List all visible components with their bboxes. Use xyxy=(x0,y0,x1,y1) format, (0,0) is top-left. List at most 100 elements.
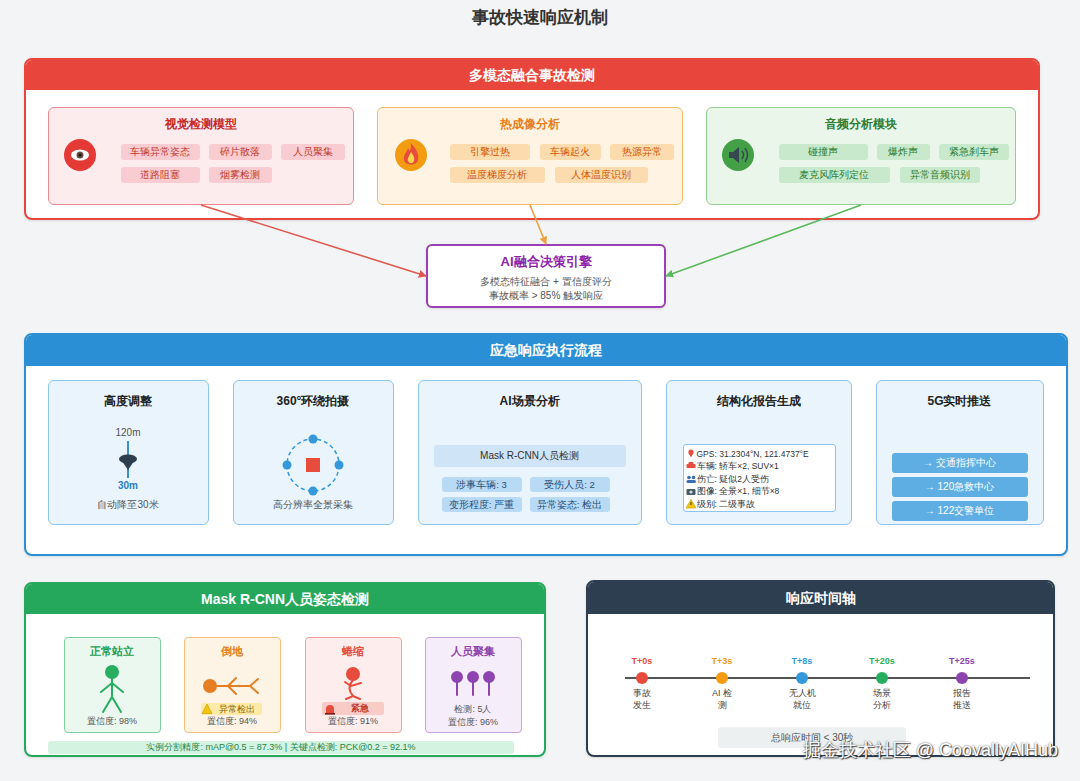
person-pin xyxy=(452,672,462,682)
node-text: 引擎过热 xyxy=(450,144,530,160)
push-target: → 120急救中心 xyxy=(892,477,1028,497)
module-box: 音频分析模块碰撞声爆炸声紧急刹车声麦克风阵列定位异常音频识别 xyxy=(706,107,1016,205)
drone-tip xyxy=(122,461,134,470)
camera-point xyxy=(309,487,318,496)
section-header: 应急响应执行流程 xyxy=(26,335,1066,366)
person-pin xyxy=(468,672,478,682)
flame-icon xyxy=(395,139,427,171)
result-tag: 涉事车辆: 3 xyxy=(442,477,522,492)
feature-tag: 热源异常 xyxy=(610,144,674,160)
node-text: 高分辨率全景采集 xyxy=(234,498,392,512)
warning-icon xyxy=(691,502,692,505)
section-band: 响应时间轴总响应时间 < 30秒 xyxy=(586,580,1055,757)
figure-body xyxy=(350,680,354,696)
figure-legs xyxy=(250,679,258,693)
flow-arrow xyxy=(666,205,861,276)
feature-tag: 麦克风阵列定位 xyxy=(779,167,890,183)
node-text: 人员聚集 xyxy=(281,144,345,160)
curled-figure xyxy=(345,668,361,699)
module-box: 视觉检测模型车辆异常姿态碎片散落人员聚集道路阻塞烟雾检测 xyxy=(48,107,354,205)
node-text: 温度梯度分析 xyxy=(450,167,545,183)
status-badge: 紧急 xyxy=(322,702,384,715)
section-header: Mask R-CNN人员姿态检测 xyxy=(26,584,544,614)
node-text: → 交通指挥中心 xyxy=(892,453,1028,473)
node-text: 受伤人员: 2 xyxy=(530,477,610,492)
time-mark: T+25s xyxy=(942,655,982,667)
crowd-figure xyxy=(452,672,494,695)
pin-icon xyxy=(688,449,693,454)
eye-pupil xyxy=(79,154,82,157)
push-target: → 122交警单位 xyxy=(892,501,1028,521)
warning-icon xyxy=(686,500,696,509)
feature-tag: 道路阻塞 xyxy=(121,167,200,183)
node-text: 事故概率 > 85% 触发响应 xyxy=(428,289,664,303)
node-text: 结构化报告生成 xyxy=(667,393,850,409)
node-text: 多模态特征融合 + 置信度评分 xyxy=(428,275,664,289)
orbit-path xyxy=(287,439,339,491)
stage-name: AI 检测 xyxy=(708,687,736,711)
report-card: GPS: 31.2304°N, 121.4737°E车辆: 轿车×2, SUV×… xyxy=(683,444,836,512)
figure-legs xyxy=(103,697,121,712)
icon-circle xyxy=(64,139,96,171)
person-pin xyxy=(484,672,494,682)
node-text: 置信度: 94% xyxy=(185,715,279,727)
node-text: 碰撞声 xyxy=(779,144,868,160)
pin-icon xyxy=(689,453,694,458)
pose-card: 倒地置信度: 94%异常检出 xyxy=(184,637,281,733)
status-badge: 异常检出 xyxy=(201,703,262,715)
sound-wave xyxy=(742,151,744,159)
node-text: 倒地 xyxy=(185,644,279,658)
pose-card: 正常站立置信度: 98% xyxy=(64,637,161,733)
node-text: 置信度: 96% xyxy=(426,716,520,728)
report-line: 图像: 全景×1, 细节×8 xyxy=(697,485,835,497)
timeline xyxy=(625,672,1030,684)
node-text: 人体温度识别 xyxy=(555,167,648,183)
camera-point xyxy=(309,435,318,444)
push-target: → 交通指挥中心 xyxy=(892,453,1028,473)
pose-card: 蜷缩置信度: 91%紧急 xyxy=(305,637,402,733)
step-box: 结构化报告生成 GPS: 31.2304°N, 121.4737°E车辆: 轿车×… xyxy=(666,380,852,525)
feature-tag: 烟雾检测 xyxy=(209,167,272,183)
camera-point xyxy=(283,461,292,470)
node-text: 检测: 5人 xyxy=(426,703,520,715)
pose-card: 人员聚集检测: 5人置信度: 96% xyxy=(425,637,522,733)
siren-icon xyxy=(326,705,334,713)
figure-arms xyxy=(101,683,123,692)
figure-arms xyxy=(228,678,236,694)
node-text: 涉事车辆: 3 xyxy=(442,477,522,492)
node-text: 120m xyxy=(49,426,207,440)
timeline-axis xyxy=(625,677,1030,679)
time-mark: T+8s xyxy=(782,655,822,667)
icon-circle xyxy=(395,139,427,171)
step-box: 360°环绕拍摄高分辨率全景采集 xyxy=(233,380,394,525)
node-text: 道路阻塞 xyxy=(121,167,200,183)
node-text: Mask R-CNN人员检测 xyxy=(434,445,626,467)
node-text: 自动降至30米 xyxy=(49,498,207,512)
timeline-dot xyxy=(876,672,888,684)
car-icon xyxy=(689,462,694,465)
diagram-title: 事故快速响应机制 xyxy=(0,6,1080,30)
node-text: 高度调整 xyxy=(49,393,207,409)
figure-legs xyxy=(346,696,360,699)
node-text: 异常姿态: 检出 xyxy=(530,497,610,512)
eye-icon xyxy=(64,139,96,171)
time-mark: T+3s xyxy=(702,655,742,667)
feature-tag: 碎片散落 xyxy=(209,144,272,160)
section-header: 响应时间轴 xyxy=(588,582,1053,614)
node-text: 热源异常 xyxy=(610,144,674,160)
siren-icon xyxy=(325,713,335,715)
node-text: 正常站立 xyxy=(65,644,159,658)
person-pin xyxy=(456,682,458,695)
feature-tag: 碰撞声 xyxy=(779,144,868,160)
person-pin xyxy=(488,682,490,695)
camera-icon xyxy=(689,490,692,493)
step-box: 高度调整120m30m自动降至30米 xyxy=(48,380,209,525)
section-band: Mask R-CNN人员姿态检测正常站立置信度: 98%倒地置信度: 94%异常… xyxy=(24,582,546,757)
model-box: Mask R-CNN人员检测 xyxy=(434,445,626,467)
person-pin xyxy=(472,682,474,695)
car-icon xyxy=(687,464,696,468)
step-box: 5G实时推送→ 交通指挥中心→ 120急救中心→ 122交警单位 xyxy=(876,380,1044,525)
feature-tag: 紧急刹车声 xyxy=(939,144,1009,160)
node-text: 紧急 xyxy=(336,702,384,715)
node-text: 车辆异常姿态 xyxy=(121,144,200,160)
